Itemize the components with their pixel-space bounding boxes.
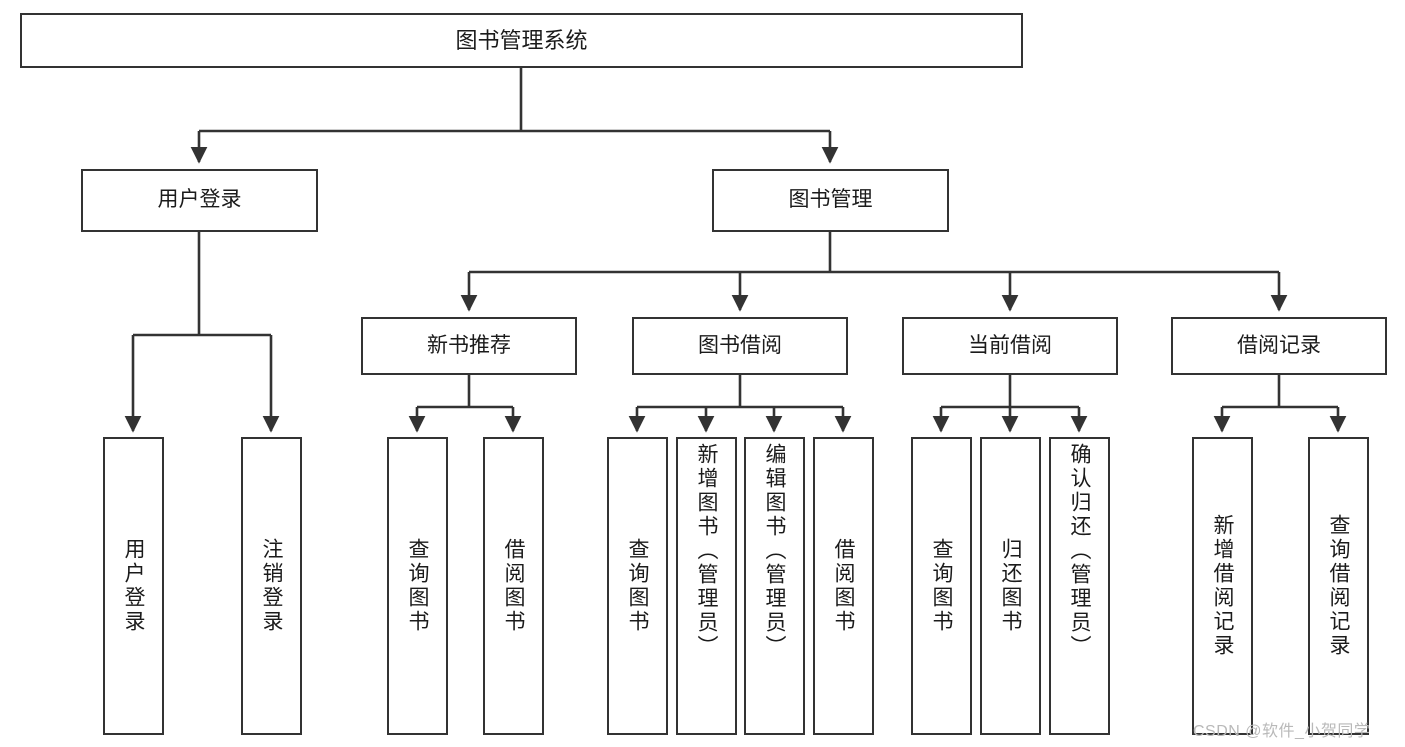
leaf-add-record[interactable]: 新增借阅记录: [1192, 437, 1253, 735]
node-book-borrow-label: 图书借阅: [698, 333, 782, 357]
leaf-add-book[interactable]: 新增图书（管理员）: [676, 437, 737, 735]
leaf-query-book-3-label: 查询图书: [930, 538, 953, 634]
node-new-book-recommend[interactable]: 新书推荐: [361, 317, 577, 375]
leaf-query-book-2-label: 查询图书: [626, 538, 649, 634]
node-root[interactable]: 图书管理系统: [20, 13, 1023, 68]
node-new-book-recommend-label: 新书推荐: [427, 333, 511, 357]
node-current-borrow[interactable]: 当前借阅: [902, 317, 1118, 375]
leaf-query-book-1[interactable]: 查询图书: [387, 437, 448, 735]
leaf-query-book-2[interactable]: 查询图书: [607, 437, 668, 735]
leaf-query-record-label: 查询借阅记录: [1327, 514, 1350, 658]
leaf-user-login[interactable]: 用户登录: [103, 437, 164, 735]
node-root-label: 图书管理系统: [455, 27, 588, 53]
leaf-user-login-label: 用户登录: [122, 538, 145, 634]
leaf-confirm-return[interactable]: 确认归还（管理员）: [1049, 437, 1110, 735]
leaf-add-book-label: 新增图书（管理员）: [695, 443, 718, 659]
node-borrow-record-label: 借阅记录: [1237, 333, 1321, 357]
leaf-query-book-3[interactable]: 查询图书: [911, 437, 972, 735]
node-user-login[interactable]: 用户登录: [81, 169, 318, 232]
leaf-return-book-label: 归还图书: [999, 538, 1022, 634]
csdn-watermark: CSDN @软件_小贺同学: [1193, 723, 1371, 740]
leaf-return-book[interactable]: 归还图书: [980, 437, 1041, 735]
leaf-borrow-book-1[interactable]: 借阅图书: [483, 437, 544, 735]
leaf-borrow-book-1-label: 借阅图书: [502, 538, 525, 634]
leaf-query-record[interactable]: 查询借阅记录: [1308, 437, 1369, 735]
leaf-borrow-book-2-label: 借阅图书: [832, 538, 855, 634]
node-current-borrow-label: 当前借阅: [968, 333, 1052, 357]
leaf-query-book-1-label: 查询图书: [406, 538, 429, 634]
leaf-add-record-label: 新增借阅记录: [1211, 514, 1234, 658]
leaf-logout-label: 注销登录: [260, 538, 283, 634]
leaf-edit-book-label: 编辑图书（管理员）: [763, 443, 786, 659]
leaf-borrow-book-2[interactable]: 借阅图书: [813, 437, 874, 735]
leaf-edit-book[interactable]: 编辑图书（管理员）: [744, 437, 805, 735]
node-user-login-label: 用户登录: [157, 188, 242, 212]
leaf-logout[interactable]: 注销登录: [241, 437, 302, 735]
node-borrow-record[interactable]: 借阅记录: [1171, 317, 1387, 375]
leaf-confirm-return-label: 确认归还（管理员）: [1068, 443, 1091, 659]
node-book-manage[interactable]: 图书管理: [712, 169, 949, 232]
node-book-borrow[interactable]: 图书借阅: [632, 317, 848, 375]
node-book-manage-label: 图书管理: [788, 188, 873, 212]
